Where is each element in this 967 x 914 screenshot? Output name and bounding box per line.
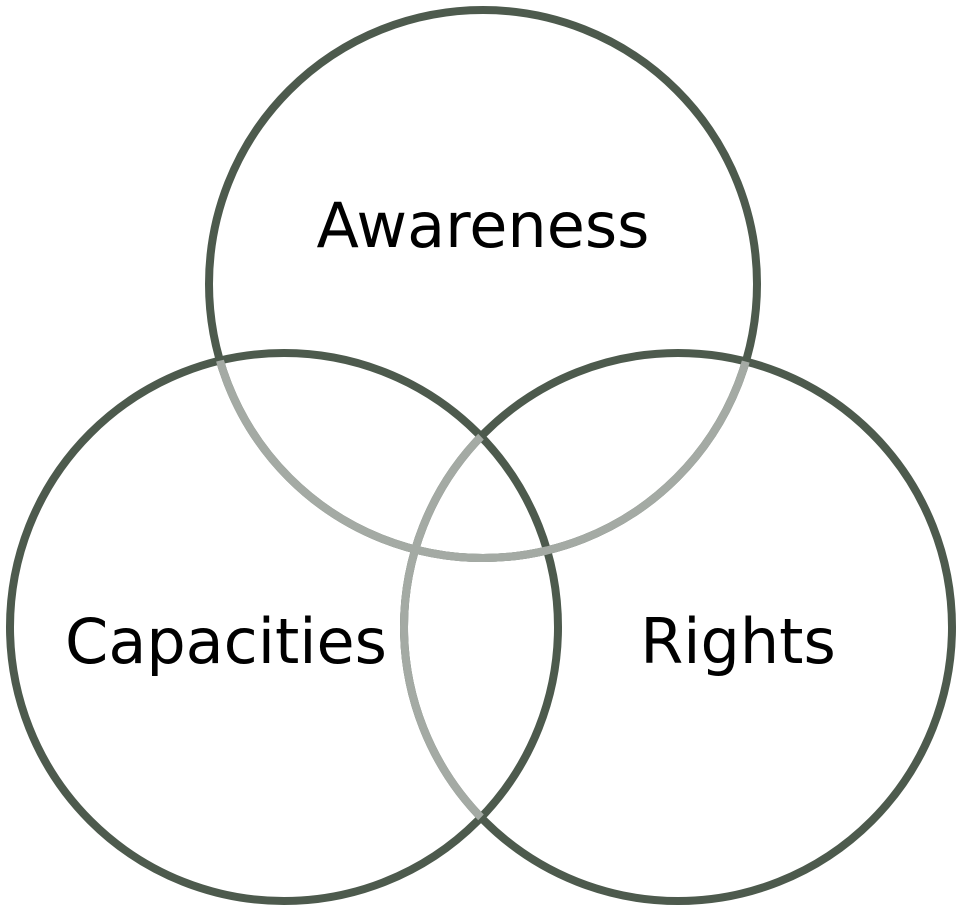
label-capacities: Capacities	[65, 605, 387, 678]
overlap-arcs-in-rights	[404, 353, 761, 562]
rights-arc-group	[400, 353, 558, 901]
awareness-arc-in-rights	[404, 353, 761, 562]
label-awareness: Awareness	[317, 189, 650, 262]
label-rights: Rights	[640, 605, 836, 678]
rights-arc-in-capacities	[400, 353, 558, 901]
circle-capacities	[6, 349, 562, 905]
